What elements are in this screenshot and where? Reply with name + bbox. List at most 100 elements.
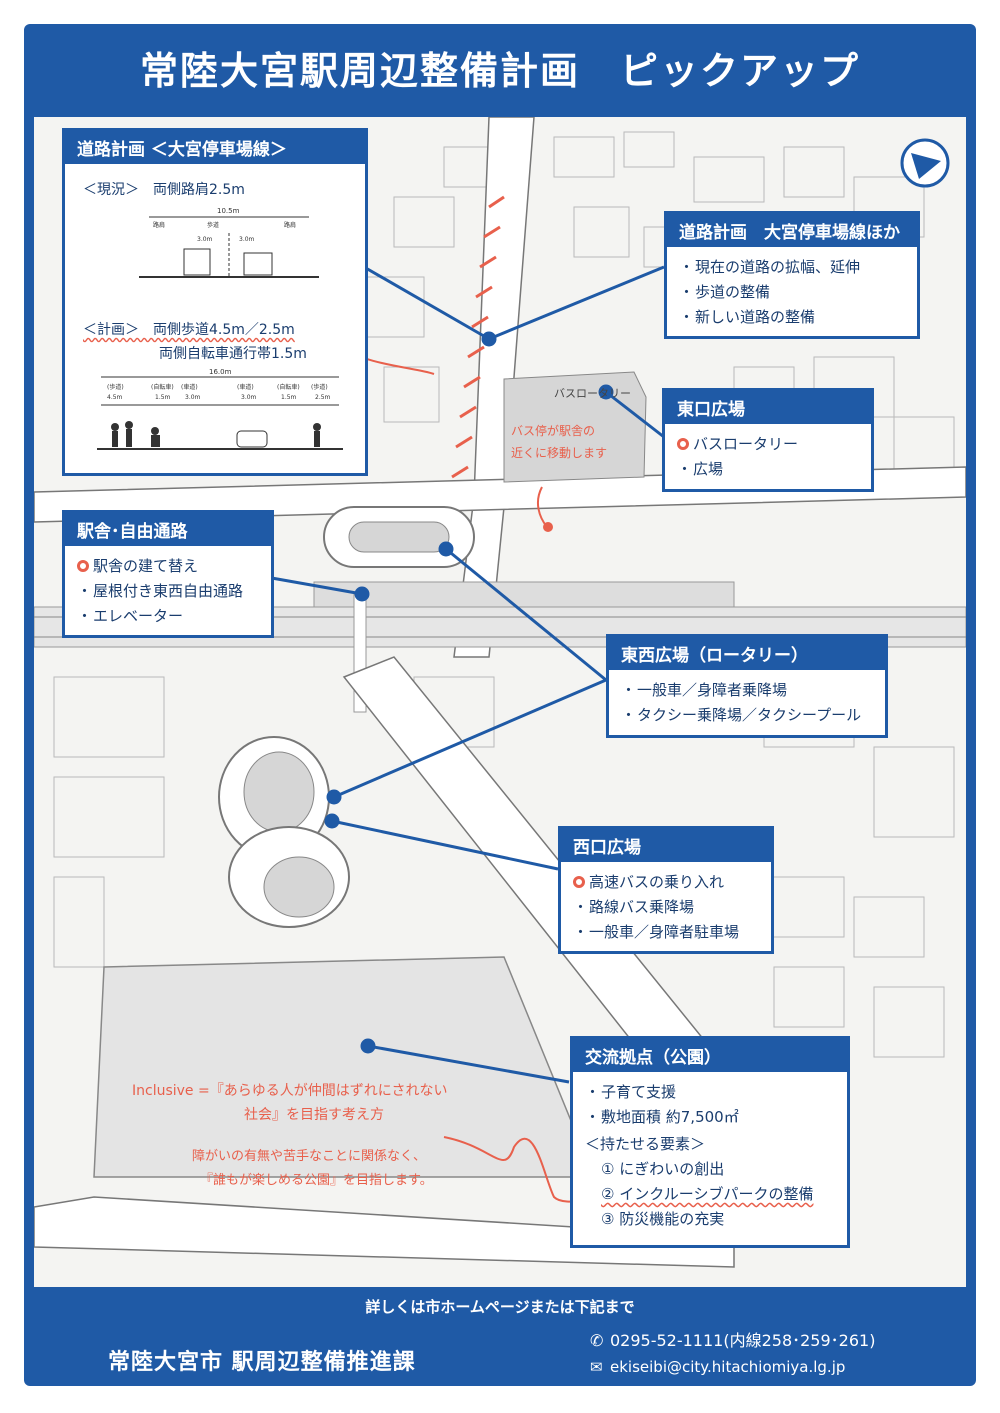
list-item: ① にぎわいの創出: [585, 1157, 835, 1182]
plan-dim-4: 1.5m: [281, 394, 297, 401]
east-plaza-header: 東口広場: [665, 391, 871, 424]
west-plaza-item-2: 一般車／身障者駐車場: [589, 923, 740, 941]
park-element-1: ② インクルーシブパークの整備: [601, 1185, 814, 1203]
plan-dim-1: 1.5m: [155, 394, 171, 401]
list-item: ・新しい道路の整備: [679, 308, 816, 326]
list-item: ③ 防災機能の充実: [585, 1207, 835, 1232]
west-plaza-item-1: 路線バス乗降場: [589, 898, 695, 916]
east-west-plaza-item-0: 一般車／身障者乗降場: [637, 681, 788, 699]
leader-lines: [265, 265, 665, 1203]
bus-stop-note-line-2: 近くに移動します: [511, 446, 608, 460]
inclusive-note-b: 障がいの有無や苦手なことに関係なく、 『誰もが楽しめる公園』を目指します。: [164, 1145, 433, 1193]
plan-label-4: (自転車): [277, 383, 300, 391]
east-plaza-item-1: 広場: [693, 460, 724, 478]
pin-icon: [77, 560, 89, 572]
plan-label-2: (車道): [181, 383, 198, 391]
current-label-4: 路肩: [284, 221, 296, 229]
plan-label-0: (歩道): [107, 383, 124, 391]
north-arrow-icon: [900, 138, 950, 188]
plan-dim-0: 4.5m: [107, 394, 123, 401]
road-current-label: ＜現況＞ 両側路肩2.5m: [83, 182, 245, 198]
page-title: 常陸大宮駅周辺整備計画 ピックアップ: [139, 49, 860, 93]
inclusive-note-line-2: 社会』を目指す考え方: [244, 1107, 384, 1123]
station-panel: 駅舎･自由通路 駅舎の建て替え ・屋根付き東西自由通路 ・エレベーター: [62, 510, 274, 638]
bus-stop-note: バス停が駅舎の 近くに移動します: [511, 420, 607, 464]
east-plaza-item-0: バスロータリー: [693, 435, 799, 453]
park-elements-list: ＜持たせる要素＞ ① にぎわいの創出 ② インクルーシブパークの整備 ③ 防災機…: [573, 1130, 847, 1240]
road-plan-list: ・現在の道路の拡幅、延伸 ・歩道の整備 ・新しい道路の整備: [667, 247, 917, 338]
road-plan-label-1: ＜計画＞ 両側歩道4.5m／2.5m: [83, 319, 295, 339]
east-west-plaza-list: ・一般車／身障者乗降場 ・タクシー乗降場／タクシープール: [609, 670, 885, 736]
west-plaza-panel: 西口広場 高速バスの乗り入れ ・路線バス乗降場 ・一般車／身障者駐車場: [558, 826, 774, 954]
park-element-0: ① にぎわいの創出: [601, 1160, 725, 1178]
planned-cross-section: 16.0m (歩道) (自転車) (車道) (車道) (自転車) (歩道) 4.…: [97, 368, 343, 450]
list-item: ・歩道の整備: [679, 283, 771, 301]
map-drawing: [34, 117, 966, 1268]
road-plan-label-2: 両側自転車通行帯1.5m: [159, 346, 307, 362]
pin-icon: [677, 438, 689, 450]
park-elements-label: ＜持たせる要素＞: [585, 1135, 706, 1153]
inclusive-note-line-3: 障がいの有無や苦手なことに関係なく、: [192, 1149, 427, 1164]
plan-dim-5: 2.5m: [315, 394, 331, 401]
road-plan-header: 道路計画 大宮停車場線ほか: [667, 214, 917, 247]
inclusive-note-line-4: 『誰もが楽しめる公園』を目指します。: [200, 1173, 433, 1188]
list-item: ・屋根付き東西自由通路: [77, 582, 244, 600]
current-cross-section: 10.5m 路肩 歩道 路肩 3.0m 3.0m: [139, 207, 319, 278]
east-west-plaza-header: 東西広場（ロータリー）: [609, 637, 885, 670]
list-item: 高速バスの乗り入れ: [573, 870, 759, 895]
park-element-2: ③ 防災機能の充実: [601, 1210, 725, 1228]
footer-more-info: 詳しくは市ホームページまたは下記まで: [365, 1298, 635, 1316]
plan-label-1: (自転車): [151, 383, 174, 391]
station-item-2: エレベーター: [93, 607, 184, 625]
list-item: ・一般車／身障者駐車場: [573, 923, 740, 941]
list-item: ・一般車／身障者乗降場: [621, 681, 788, 699]
footer-tel-text: 0295-52-1111(内線258･259･261): [610, 1331, 876, 1350]
park-item-1: 敷地面積 約7,500㎡: [601, 1108, 739, 1126]
east-west-plaza-item-1: タクシー乗降場／タクシープール: [637, 706, 862, 724]
road-section-header: 道路計画 ＜大宮停車場線＞: [65, 131, 365, 164]
pin-icon: [573, 876, 585, 888]
footer-org: 常陸大宮市 駅周辺整備推進課: [108, 1350, 416, 1375]
bus-rotary-map-label: バスロータリー: [554, 387, 631, 400]
current-label-1: 歩道: [207, 221, 219, 229]
plan-width-label: 16.0m: [209, 368, 232, 376]
list-item: バスロータリー: [677, 432, 859, 457]
road-plan-item-2: 新しい道路の整備: [695, 308, 816, 326]
list-item: ・子育て支援: [585, 1083, 677, 1101]
phone-icon: ✆: [590, 1331, 604, 1350]
road-plan-panel: 道路計画 大宮停車場線ほか ・現在の道路の拡幅、延伸 ・歩道の整備 ・新しい道路…: [664, 211, 920, 339]
list-item: ・広場: [677, 460, 724, 478]
park-item-0: 子育て支援: [601, 1083, 677, 1101]
footer-mail-text: ekiseibi@city.hitachiomiya.lg.jp: [610, 1358, 846, 1376]
list-item: ・敷地面積 約7,500㎡: [585, 1108, 739, 1126]
plan-label-3: (車道): [237, 383, 254, 391]
footer-tel[interactable]: ✆ 0295-52-1111(内線258･259･261): [590, 1327, 875, 1351]
station-header: 駅舎･自由通路: [65, 513, 271, 546]
road-plan-item-1: 歩道の整備: [695, 283, 771, 301]
plan-dim-2: 3.0m: [185, 394, 201, 401]
footer-mail[interactable]: ✉ ekiseibi@city.hitachiomiya.lg.jp: [590, 1358, 845, 1376]
plan-dim-3: 3.0m: [241, 394, 257, 401]
current-width-label: 10.5m: [217, 207, 240, 215]
list-item: ・現在の道路の拡幅、延伸: [679, 258, 861, 276]
west-plaza-item-0: 高速バスの乗り入れ: [589, 873, 725, 891]
list-item: ・エレベーター: [77, 607, 184, 625]
current-label-0: 路肩: [153, 221, 165, 229]
mail-icon: ✉: [590, 1358, 603, 1376]
station-item-0: 駅舎の建て替え: [93, 557, 199, 575]
west-plaza-list: 高速バスの乗り入れ ・路線バス乗降場 ・一般車／身障者駐車場: [561, 862, 771, 953]
list-item: ・路線バス乗降場: [573, 898, 695, 916]
station-list: 駅舎の建て替え ・屋根付き東西自由通路 ・エレベーター: [65, 546, 271, 637]
list-item: ② インクルーシブパークの整備: [585, 1182, 835, 1207]
park-list: ・子育て支援 ・敷地面積 約7,500㎡: [573, 1072, 847, 1130]
bus-stop-note-line-1: バス停が駅舎の: [511, 424, 596, 438]
road-section-panel: 道路計画 ＜大宮停車場線＞ ＜現況＞ 両側路肩2.5m 10.5m 路肩 歩道 …: [62, 128, 368, 476]
list-item: ・タクシー乗降場／タクシープール: [621, 706, 862, 724]
park-header: 交流拠点（公園）: [573, 1039, 847, 1072]
east-west-plaza-panel: 東西広場（ロータリー） ・一般車／身障者乗降場 ・タクシー乗降場／タクシープール: [606, 634, 888, 738]
road-plan-item-0: 現在の道路の拡幅、延伸: [695, 258, 861, 276]
station-item-1: 屋根付き東西自由通路: [93, 582, 244, 600]
west-plaza-header: 西口広場: [561, 829, 771, 862]
park-panel: 交流拠点（公園） ・子育て支援 ・敷地面積 約7,500㎡ ＜持たせる要素＞ ①…: [570, 1036, 850, 1248]
current-dim-0: 3.0m: [197, 236, 213, 243]
